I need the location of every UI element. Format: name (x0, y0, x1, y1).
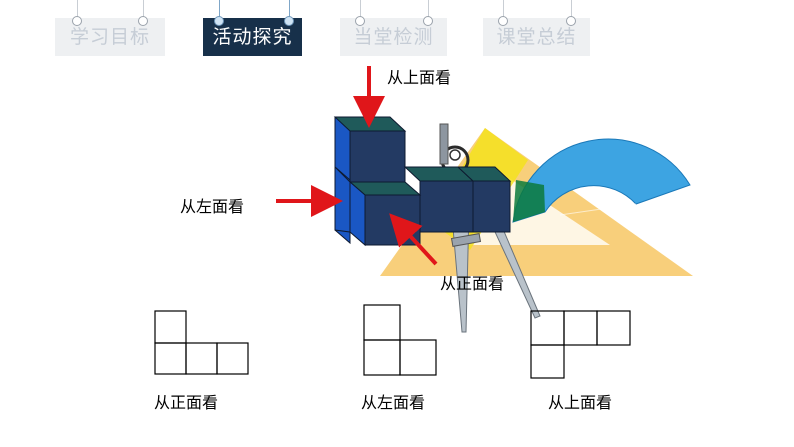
tab-label: 当堂检测 (353, 26, 434, 48)
tab-label: 活动探究 (212, 26, 293, 48)
front-view-diagram (154, 310, 249, 375)
left-view-diagram (363, 304, 437, 376)
caption-front-view: 从正面看 (154, 393, 219, 412)
caption-top-view: 从上面看 (548, 393, 613, 412)
top-view-diagram (530, 310, 631, 379)
tab-label: 学习目标 (69, 26, 150, 48)
tab-class-summary[interactable]: 课堂总结 (483, 0, 590, 56)
tab-in-class-test[interactable]: 当堂检测 (340, 0, 447, 56)
protractor (512, 138, 691, 223)
tab-learning-goals[interactable]: 学习目标 (55, 0, 165, 56)
tab-label: 课堂总结 (496, 26, 577, 48)
label-view-from-left: 从左面看 (180, 197, 245, 216)
label-view-from-front: 从正面看 (440, 274, 505, 293)
caption-left-view: 从左面看 (361, 393, 426, 412)
arrow-front-view (389, 213, 438, 266)
tab-activity-explore[interactable]: 活动探究 (203, 0, 302, 56)
label-view-from-top: 从上面看 (387, 68, 452, 87)
